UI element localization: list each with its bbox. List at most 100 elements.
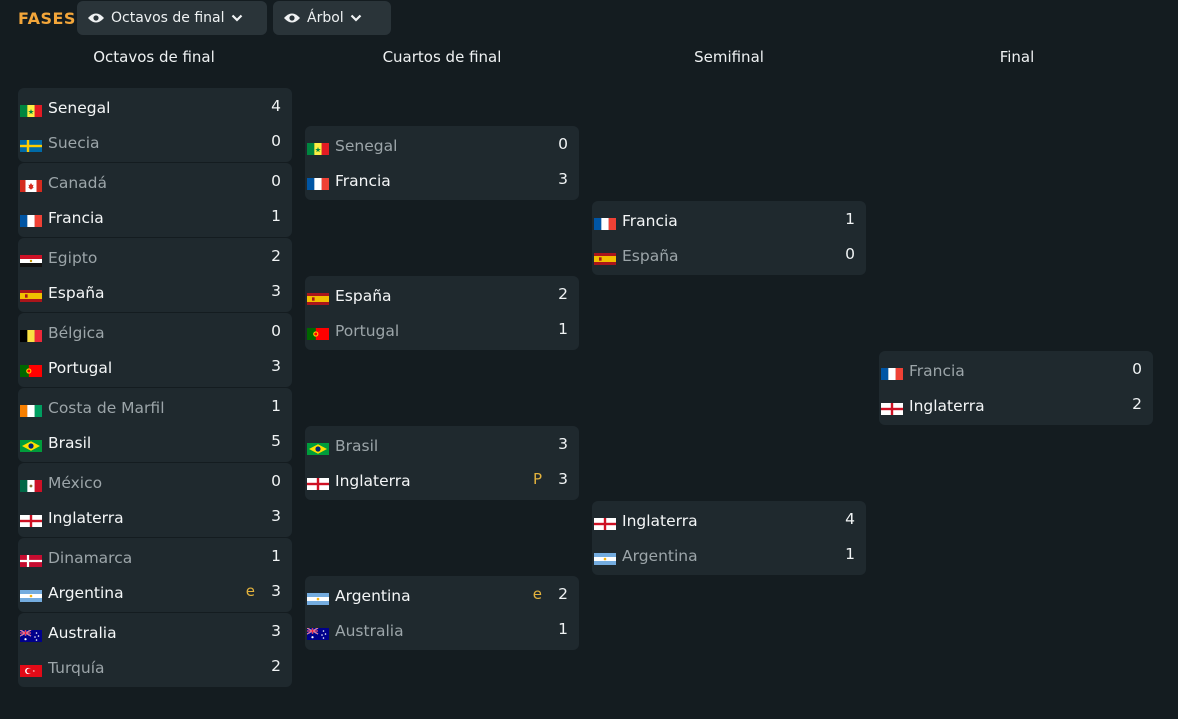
flag-francia-icon [881,365,904,380]
flag-inglaterra-icon [594,515,616,530]
team-name: Brasil [335,437,379,455]
team-row: Portugal 3 [18,354,292,382]
team-score: 2 [271,247,281,265]
team-score: 3 [271,507,281,525]
flag-inglaterra-icon [307,475,329,490]
flag-australia-icon [306,625,329,640]
result-tag: P [532,470,542,488]
team-name: Inglaterra [335,472,411,490]
team-name: Senegal [335,137,398,155]
team-name: España [622,247,679,265]
stage-title-semifinal: Semifinal [694,48,764,66]
team-name: Portugal [335,322,400,340]
team-score: 5 [271,432,281,450]
team-name: Australia [335,622,404,640]
eye-icon [283,12,301,24]
team-name: España [48,284,105,302]
team-name: Turquía [48,659,105,677]
flag-espana-icon [20,287,42,302]
flag-inglaterra-icon [20,512,42,527]
flag-portugal-icon [20,362,42,377]
result-tag: e [532,585,542,603]
team-name: México [48,474,103,492]
team-name: España [335,287,392,305]
team-name: Francia [909,362,965,380]
team-name: Egipto [48,249,98,267]
team-name: Bélgica [48,324,105,342]
team-name: Francia [622,212,678,230]
team-score: 3 [271,357,281,375]
team-row: Suecia 0 [18,129,292,157]
team-row: Francia 0 [879,357,1153,385]
flag-canada-icon [20,177,42,192]
flag-suecia-icon [20,137,42,152]
flag-belgica-icon [20,327,43,342]
team-score: 1 [271,397,281,415]
round-dropdown[interactable]: Octavos de final [77,1,267,35]
team-score: 2 [558,585,568,603]
team-score: 0 [845,245,855,263]
team-score: 1 [845,545,855,563]
team-score: 3 [558,170,568,188]
flag-inglaterra-icon [881,400,903,415]
stage-title-final: Final [999,48,1035,66]
team-score: 0 [271,132,281,150]
team-score: 0 [558,135,568,153]
flag-argentina-icon [594,550,616,566]
flag-dinamarca-icon [20,552,42,567]
team-score: 2 [558,285,568,303]
flag-turquia-icon [20,662,42,677]
team-row: Brasil 5 [18,429,292,457]
flag-costa-de-marfil-icon [20,402,43,417]
stage-title-quarterfinals: Cuartos de final [382,48,502,66]
team-name: Canadá [48,174,107,192]
team-row: Egipto 2 [18,244,292,272]
team-score: 0 [1132,360,1142,378]
chevron-down-icon [350,14,362,22]
team-score: 1 [558,620,568,638]
team-name: Brasil [48,434,92,452]
team-row: España 2 [305,282,579,310]
team-name: Inglaterra [909,397,985,415]
view-dropdown[interactable]: Árbol [273,1,391,35]
team-name: Portugal [48,359,113,377]
flag-brasil-icon [20,437,42,452]
flag-australia-icon [19,627,42,642]
team-name: Suecia [48,134,100,152]
team-score: 3 [558,470,568,488]
team-name: Francia [335,172,391,190]
team-name: Inglaterra [622,512,698,530]
team-score: 4 [271,97,281,115]
flag-senegal-icon [20,102,43,117]
